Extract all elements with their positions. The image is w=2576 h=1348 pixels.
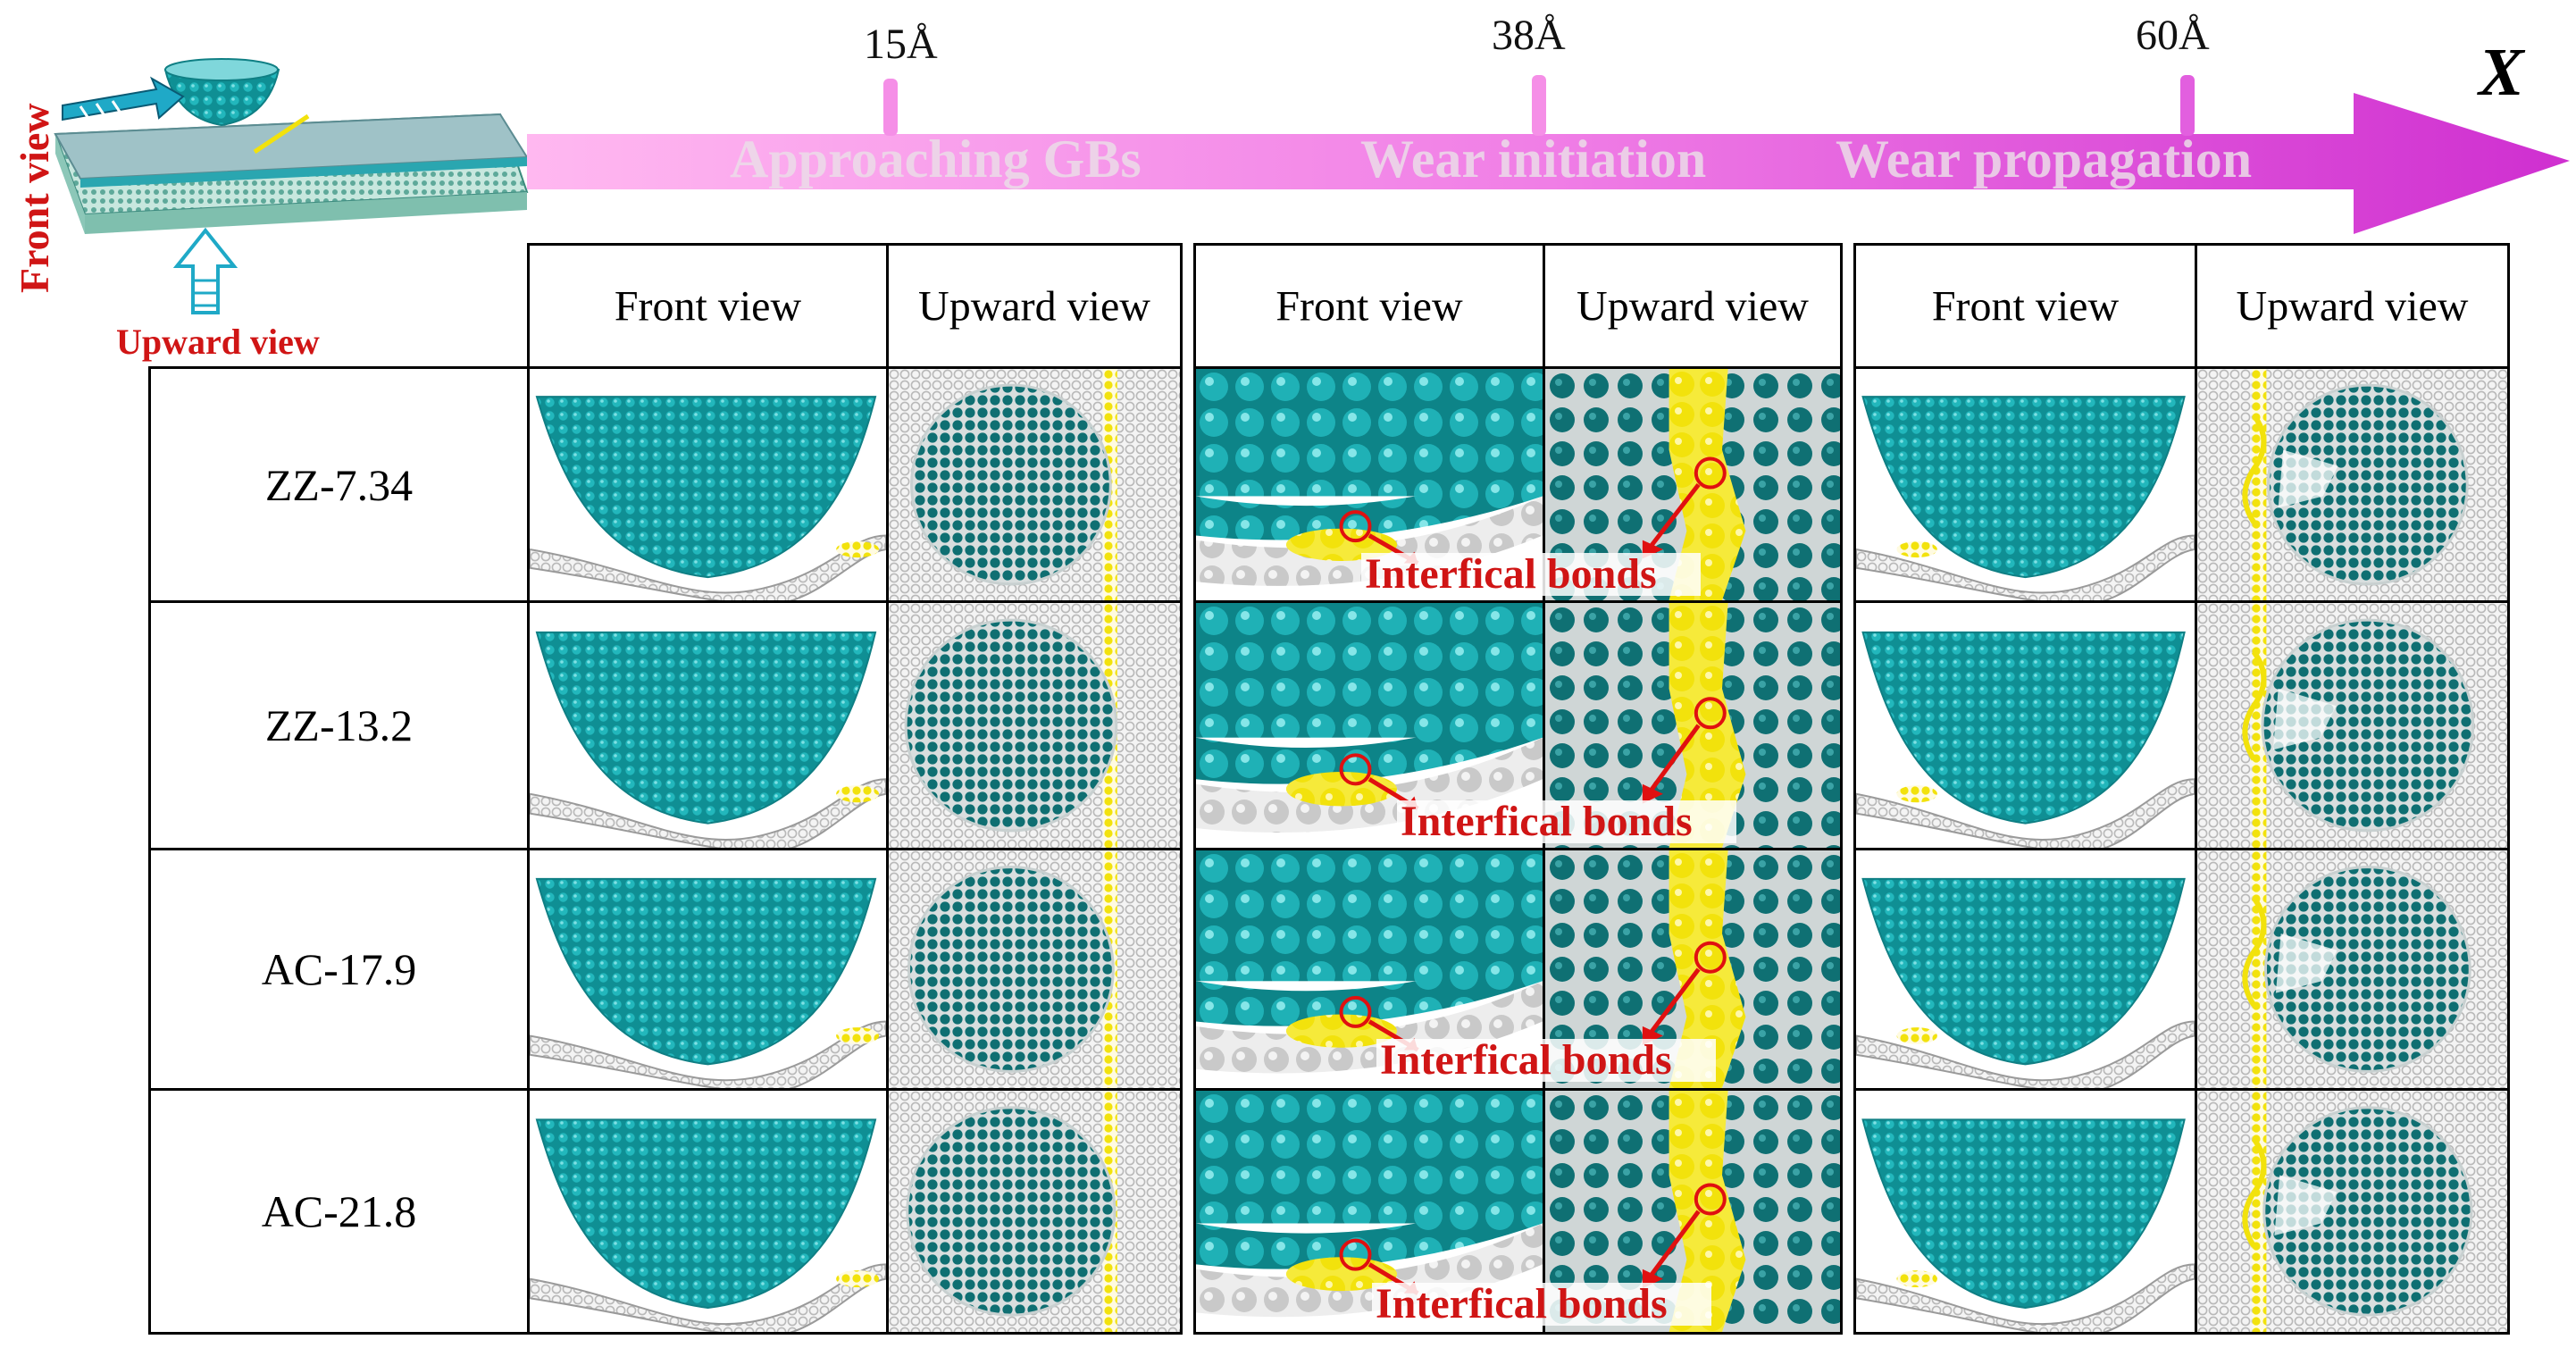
atomistic-snapshot-image (889, 850, 1180, 1088)
atomistic-snapshot-image (530, 1118, 886, 1332)
x-axis-label: X (2479, 35, 2524, 110)
snapshot-r4-c2 (886, 1088, 1183, 1335)
snapshot-r2-c5 (1853, 600, 2197, 850)
atomistic-snapshot-image (1856, 877, 2195, 1088)
schematic-upward-view-label: Upward view (116, 322, 320, 362)
phase-wear-initiation: Wear initiation (1360, 130, 1707, 188)
column-header-front-view-2: Front view (1193, 243, 1545, 369)
interfacial-bonds-label: Interfical bonds (1380, 1036, 1672, 1084)
column-header-text: Upward view (1577, 282, 1809, 330)
atomistic-snapshot-image (889, 369, 1180, 600)
tick-15-marker (883, 79, 898, 136)
column-header-front-view-3: Front view (1853, 243, 2197, 369)
tick-60-marker (2180, 75, 2195, 136)
schematic-illustration: Front view Upward view (12, 58, 529, 362)
atomistic-snapshot-image (889, 603, 1180, 848)
row-label-cell-ac-21-8: AC-21.8 (148, 1088, 530, 1335)
interfacial-bonds-label: Interfical bonds (1401, 798, 1693, 845)
column-header-text: Front view (1275, 282, 1463, 330)
sliding-distance-arrow: 15Å 38Å 60Å X Approaching GBs Wear initi… (523, 0, 2576, 241)
snapshot-r1-c2 (886, 366, 1183, 603)
column-header-front-view-1: Front view (527, 243, 889, 369)
snapshot-r4-c6 (2195, 1088, 2510, 1335)
snapshot-r1-c1 (527, 366, 889, 603)
tick-label-60: 60Å (2136, 12, 2210, 59)
atomistic-snapshot-image (1856, 1118, 2195, 1332)
tick-label-38: 38Å (1492, 12, 1566, 59)
tick-38-marker (1532, 75, 1546, 136)
interfacial-bonds-label-background (1372, 1283, 1711, 1326)
snapshot-r2-c2 (886, 600, 1183, 850)
atomistic-snapshot-image (530, 396, 886, 600)
simulation-schematic: Front view Upward view (0, 0, 536, 375)
atomistic-snapshot-image (2197, 1091, 2507, 1332)
snapshot-r3-c5 (1853, 848, 2197, 1091)
snapshot-r1-c6 (2195, 366, 2510, 603)
snapshot-r2-c1 (527, 600, 889, 850)
row-label-cell-zz-13-2: ZZ-13.2 (148, 600, 530, 850)
atomistic-snapshot-image (889, 1091, 1180, 1332)
column-header-upward-view-1: Upward view (886, 243, 1183, 369)
snapshot-r3-c2 (886, 848, 1183, 1091)
row-label: ZZ-7.34 (264, 459, 414, 510)
column-header-upward-view-3: Upward view (2195, 243, 2510, 369)
interfacial-bonds-label: Interfical bonds (1376, 1280, 1668, 1327)
phase-approaching-gbs: Approaching GBs (730, 130, 1142, 188)
tick-label-15: 15Å (864, 21, 938, 68)
atomistic-snapshot-image (530, 877, 886, 1088)
column-header-text: Front view (614, 282, 802, 330)
atomistic-snapshot-image (2197, 369, 2507, 600)
sliding-direction-icon (62, 76, 185, 121)
row-label: ZZ-13.2 (264, 700, 414, 750)
atomistic-snapshot-image (2197, 850, 2507, 1088)
row-label-cell-zz-7-34: ZZ-7.34 (148, 366, 530, 603)
interfacial-bonds-label-background (1397, 800, 1736, 843)
column-header-text: Upward view (918, 282, 1150, 330)
atomistic-snapshot-image (2197, 603, 2507, 848)
atomistic-snapshot-image (1856, 631, 2195, 848)
snapshot-r3-c1 (527, 848, 889, 1091)
row-label: AC-21.8 (261, 1186, 417, 1236)
interfacial-bonds-label: Interfical bonds (1365, 550, 1657, 598)
upward-view-arrow-icon (172, 227, 238, 314)
interfacial-bonds-label-background (1376, 1039, 1716, 1082)
row-label: AC-17.9 (261, 944, 417, 994)
atomistic-snapshot-image (1856, 396, 2195, 600)
snapshot-r3-c6 (2195, 848, 2510, 1091)
snapshot-r2-c6 (2195, 600, 2510, 850)
phase-wear-propagation: Wear propagation (1836, 130, 2253, 188)
snapshot-r4-c1 (527, 1088, 889, 1335)
column-header-text: Front view (1931, 282, 2120, 330)
interfacial-bonds-label-background (1361, 553, 1701, 596)
column-header-upward-view-2: Upward view (1543, 243, 1843, 369)
snapshot-r1-c5 (1853, 366, 2197, 603)
schematic-front-view-label: Front view (12, 103, 57, 293)
snapshot-r4-c5 (1853, 1088, 2197, 1335)
atomistic-snapshot-image (530, 631, 886, 848)
column-header-text: Upward view (2236, 282, 2469, 330)
row-label-cell-ac-17-9: AC-17.9 (148, 848, 530, 1091)
